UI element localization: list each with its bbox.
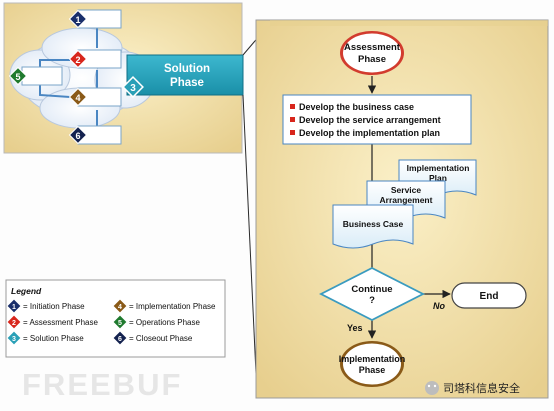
- solution-phase-callout: Solution Phase 3: [122, 54, 244, 98]
- legend-number: 4: [118, 304, 122, 311]
- svg-text:Solution: Solution: [164, 63, 210, 75]
- svg-text:Arrangement: Arrangement: [380, 195, 433, 205]
- svg-text:6: 6: [75, 131, 80, 141]
- legend-label: = Implementation Phase: [129, 302, 216, 311]
- svg-text:3: 3: [130, 83, 136, 94]
- svg-text:4: 4: [75, 93, 80, 103]
- flow-connectors: [367, 76, 451, 339]
- legend-number: 2: [12, 320, 16, 327]
- task-bullet-icon: [290, 117, 295, 122]
- doc-business-case: Business Case: [332, 204, 414, 249]
- legend-diamond-icon: [112, 314, 128, 330]
- svg-text:5: 5: [15, 72, 20, 82]
- svg-text:Assessment: Assessment: [344, 42, 401, 53]
- overview-box-operations: [21, 66, 63, 86]
- svg-text:司塔科信息安全: 司塔科信息安全: [443, 381, 520, 395]
- legend-label: = Assessment Phase: [23, 318, 98, 327]
- svg-text:1: 1: [75, 15, 80, 25]
- svg-text:Phase: Phase: [170, 77, 204, 89]
- legend-label: = Closeout Phase: [129, 334, 193, 343]
- legend-number: 5: [118, 320, 122, 327]
- svg-text:Develop the service arrangemen: Develop the service arrangement: [299, 115, 441, 125]
- decision-continue: Continue ?: [319, 266, 425, 322]
- task-list-box: Develop the business case Develop the se…: [282, 94, 472, 145]
- legend-number: 6: [118, 336, 122, 343]
- callout-diamond-3: 3: [122, 76, 144, 98]
- legend-label: = Solution Phase: [23, 334, 84, 343]
- overview-diamond-2: 2: [68, 49, 88, 69]
- overview-diamond-4: 4: [68, 87, 88, 107]
- legend-diamond-icon: [6, 330, 22, 346]
- overview-diamond-6: 6: [68, 125, 88, 145]
- overview-diamond-1: 1: [68, 9, 88, 29]
- legend-diamond-icon: [112, 298, 128, 314]
- task-bullet-icon: [290, 130, 295, 135]
- svg-text:End: End: [480, 291, 499, 302]
- watermark-site: FREEBUF: [22, 367, 182, 402]
- svg-text:Business Case: Business Case: [343, 219, 404, 229]
- final-implementation-phase: Implementation Phase: [339, 341, 406, 387]
- svg-text:Service: Service: [391, 185, 422, 195]
- no-label: No: [433, 301, 445, 311]
- watermark-account: 司塔科信息安全: [425, 381, 520, 395]
- svg-text:2: 2: [75, 55, 80, 65]
- legend-label: = Initiation Phase: [23, 302, 85, 311]
- legend-number: 3: [12, 336, 16, 343]
- task-bullet-icon: [290, 104, 295, 109]
- legend-title: Legend: [11, 286, 42, 296]
- legend-item: 3 = Solution Phase: [6, 330, 84, 346]
- legend-diamond-icon: [6, 298, 22, 314]
- legend-diamond-icon: [6, 314, 22, 330]
- legend-item: 4 = Implementation Phase: [112, 298, 216, 314]
- svg-text:Implementation: Implementation: [407, 163, 470, 173]
- svg-text:Implementation: Implementation: [339, 354, 406, 364]
- svg-text:Phase: Phase: [359, 365, 386, 375]
- legend-number: 1: [12, 304, 16, 311]
- legend-item: 6 = Closeout Phase: [112, 330, 193, 346]
- legend-item: 5 = Operations Phase: [112, 314, 200, 330]
- end-terminator: End: [451, 282, 527, 309]
- legend-label: = Operations Phase: [129, 318, 200, 327]
- yes-label: Yes: [347, 323, 363, 333]
- svg-text:Phase: Phase: [358, 54, 386, 65]
- start-assessment-phase: Assessment Phase: [340, 31, 404, 75]
- svg-text:Develop the implementation pla: Develop the implementation plan: [299, 128, 440, 138]
- svg-text:Develop the business case: Develop the business case: [299, 102, 414, 112]
- svg-text:Plan: Plan: [429, 173, 447, 183]
- legend-item: 1 = Initiation Phase: [6, 298, 85, 314]
- overview-diamond-5: 5: [8, 66, 28, 86]
- legend-item: 2 = Assessment Phase: [6, 314, 98, 330]
- svg-text:?: ?: [369, 295, 375, 306]
- svg-text:Continue: Continue: [351, 284, 392, 295]
- legend-diamond-icon: [112, 330, 128, 346]
- legend-box: Legend 1 = Initiation Phase 2 = Assessment …: [5, 279, 226, 358]
